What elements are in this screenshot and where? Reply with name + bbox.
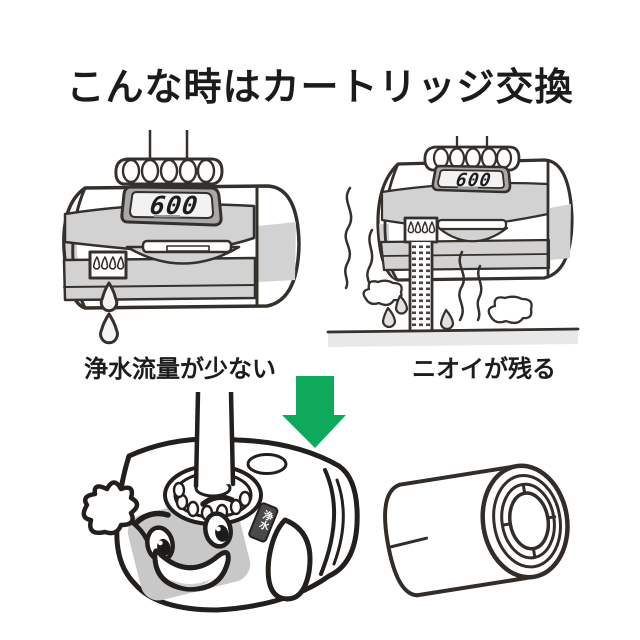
left-eyebrow	[134, 510, 171, 525]
cartridge-open-end	[480, 463, 570, 580]
mascot-purifier-illustration: 浄水	[81, 392, 360, 613]
cartridge-seam	[389, 536, 428, 549]
mascot-body-label: 浄水	[248, 502, 279, 543]
control-knobs	[423, 145, 521, 172]
down-arrow-icon	[282, 376, 346, 448]
right-eye	[203, 511, 233, 549]
odor-illustration: 600	[326, 136, 580, 347]
lcd-subtext-mark	[458, 186, 478, 189]
body-endcap-seam	[319, 468, 337, 576]
waving-hand	[81, 480, 150, 543]
spout-fin	[265, 517, 313, 602]
water-outlet	[403, 216, 439, 244]
cartridge-top-edge	[397, 464, 519, 487]
lcd-display: 600	[120, 185, 223, 227]
water-drop	[99, 281, 119, 313]
lcd-panel	[129, 191, 214, 219]
sink-counter	[326, 327, 580, 347]
lcd-display: 600	[431, 164, 512, 194]
caption-odor: ニオイが残る	[412, 356, 556, 383]
right-eyebrow	[200, 494, 235, 507]
faucet-pipes	[148, 130, 189, 161]
faucet-pipe	[193, 392, 236, 489]
water-stream	[408, 240, 434, 333]
lever-shadow	[438, 226, 509, 243]
page-title: こんな時はカートリッジ交換	[66, 67, 574, 109]
caption-low-flow: 浄水流量が少ない	[84, 356, 276, 383]
low-flow-illustration: 600	[62, 130, 301, 345]
cartridge-left-cap	[383, 482, 420, 598]
lcd-subtext-mark	[154, 215, 180, 218]
faucet-pipes	[455, 136, 489, 149]
water-drop	[99, 312, 119, 345]
body-endcap-arc	[332, 478, 345, 566]
mascot-face	[134, 494, 235, 592]
mouth	[152, 548, 231, 592]
odor-droplet	[381, 294, 455, 331]
right-endcap-shade	[258, 222, 296, 282]
control-knobs	[114, 157, 224, 186]
cartridge-illustration	[383, 463, 570, 598]
lcd-panel	[437, 169, 505, 189]
cartridge-bottom-edge	[415, 574, 536, 598]
odor-puff	[362, 279, 533, 325]
display-value: 600	[455, 170, 493, 191]
lever-slot	[436, 218, 508, 231]
lever-tab	[166, 245, 210, 252]
down-arrow-shape	[282, 376, 346, 448]
water-outlet	[88, 250, 128, 280]
lower-band-divider	[63, 284, 256, 288]
right-endcap-shade	[550, 204, 571, 260]
body-top-oval	[246, 453, 288, 475]
mouth-shadow	[169, 579, 211, 588]
